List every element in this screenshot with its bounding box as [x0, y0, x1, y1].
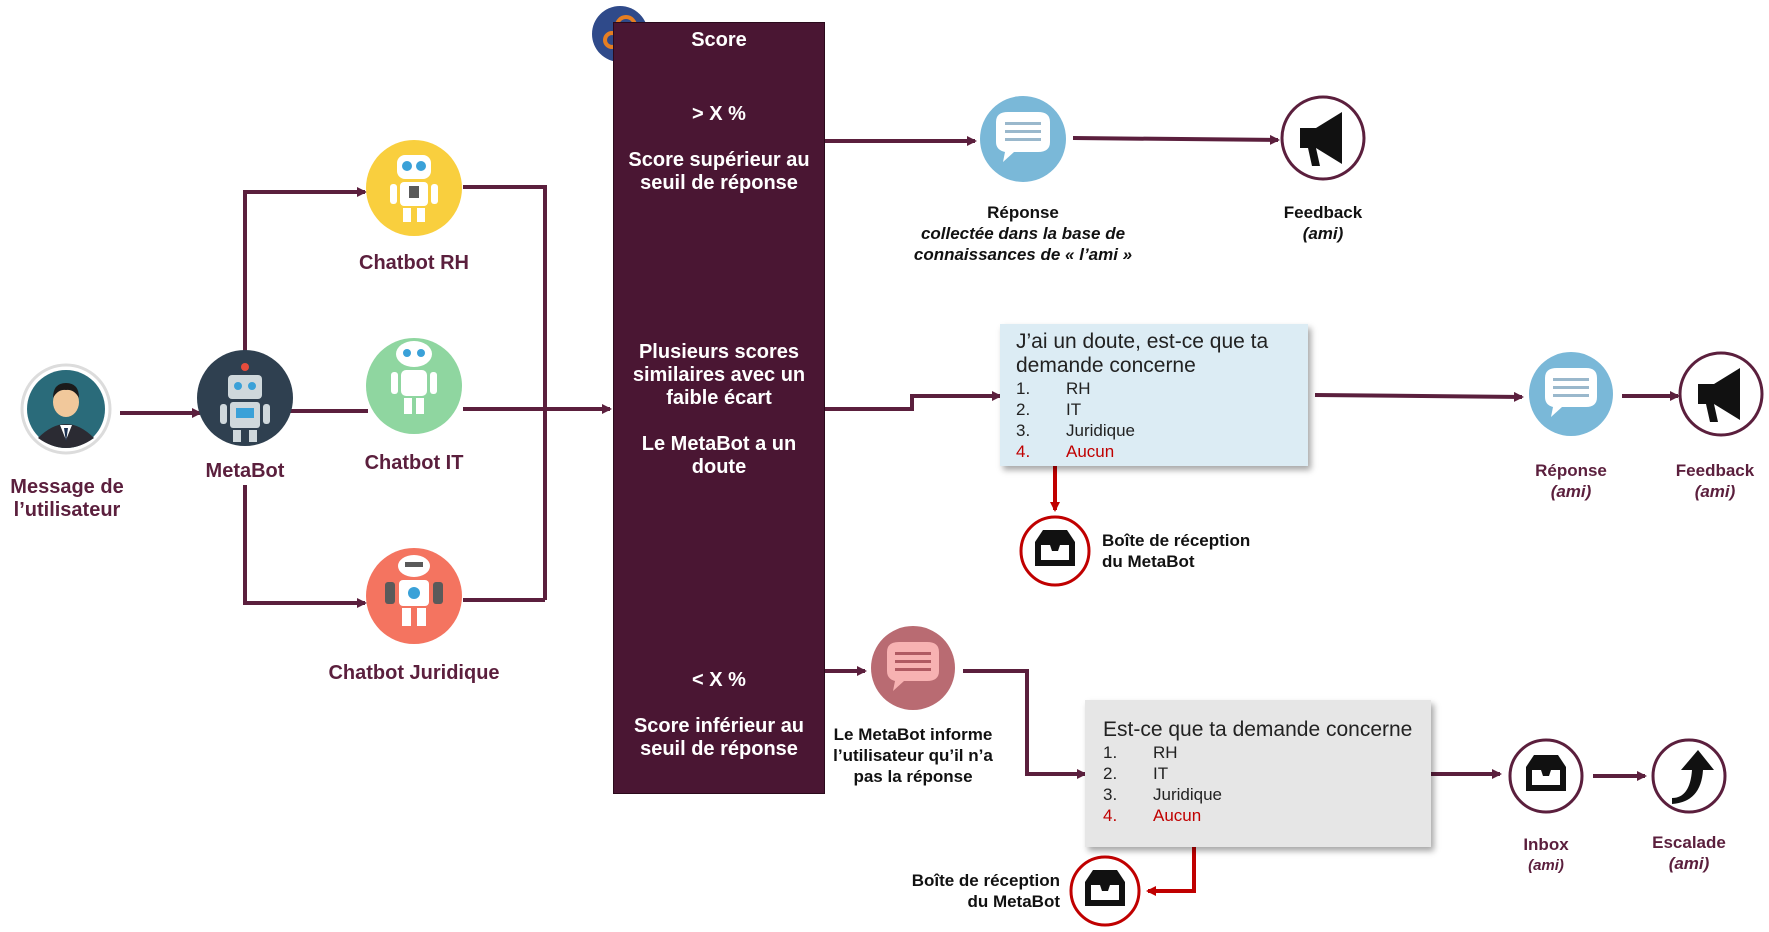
- mid-response-label: Réponse (ami): [1535, 461, 1607, 501]
- chatbot-rh-label: Chatbot RH: [359, 252, 469, 274]
- doubt-title-line-1: J’ai un doute, est-ce que ta: [1016, 330, 1269, 353]
- inform-label: Le MetaBot informe l’utilisateur qu’il n…: [833, 725, 993, 786]
- score-mid-doubt-line-2: doute: [691, 456, 747, 478]
- low-inbox-label: Boîte de réception du MetaBot: [911, 871, 1060, 911]
- mid-response-speech-bubble-icon: [1529, 352, 1613, 436]
- low-option[interactable]: 2.IT: [1103, 764, 1169, 783]
- inbox-ami-label: Inbox (ami): [1523, 835, 1569, 874]
- doubt-option[interactable]: 3.Juridique: [1016, 421, 1135, 440]
- score-high-threshold: > X %: [692, 103, 746, 125]
- user-avatar: [20, 363, 112, 455]
- arrow-metabot-juridique: [243, 485, 367, 608]
- low-option[interactable]: 3.Juridique: [1103, 785, 1222, 804]
- arrow-low-inbox: [1146, 847, 1196, 896]
- score-high-line-1: Score supérieur au: [628, 149, 810, 171]
- arrow-response-feedback: [1072, 134, 1280, 145]
- score-low-line-1: Score inférieur au: [633, 715, 805, 737]
- arrow-doubt-response: [1314, 391, 1524, 402]
- score-low-threshold: < X %: [692, 669, 746, 691]
- line-rh-merge: [463, 185, 547, 600]
- chatbot-it-robot-icon: [366, 338, 462, 434]
- user-label: Message de l’utilisateur: [10, 476, 124, 521]
- metabot-label: MetaBot: [205, 460, 285, 482]
- top-response-label: Réponse collectée dans la base de connai…: [913, 203, 1133, 264]
- low-title: Est-ce que ta demande concerne: [1103, 718, 1413, 741]
- score-high-section: > X % Score supérieur au seuil de répons…: [614, 103, 824, 195]
- metabot-inbox-icon: [1019, 515, 1091, 587]
- inform-speech-bubble-icon: [871, 626, 955, 710]
- score-low-section: < X % Score inférieur au seuil de répons…: [614, 669, 824, 761]
- score-mid-section: Plusieurs scores similaires avec un faib…: [614, 341, 824, 479]
- chatbot-juridique-robot-icon: [366, 548, 462, 644]
- feedback-megaphone-icon: [1280, 95, 1366, 181]
- low-metabot-inbox-icon: [1069, 855, 1141, 927]
- score-box: Score > X % Score supérieur au seuil de …: [613, 22, 825, 794]
- inbox-ami-icon: [1508, 738, 1584, 814]
- mid-feedback-megaphone-icon: [1678, 351, 1764, 437]
- metabot-robot-icon: [197, 350, 293, 446]
- low-option[interactable]: 4.Aucun: [1103, 806, 1202, 825]
- score-mid-line-2: similaires avec un: [632, 364, 806, 386]
- score-high-line-2: seuil de réponse: [640, 172, 798, 194]
- response-speech-bubble-icon: [980, 96, 1066, 182]
- chatbot-it-label: Chatbot IT: [364, 452, 464, 474]
- arrow-metabot-rh: [243, 187, 367, 355]
- mid-feedback-label: Feedback (ami): [1675, 461, 1755, 501]
- doubt-option[interactable]: 4.Aucun: [1016, 442, 1115, 461]
- chatbot-rh-robot-icon: [366, 140, 462, 236]
- low-option[interactable]: 1.RH: [1103, 743, 1178, 762]
- escalade-label: Escalade (ami): [1652, 833, 1726, 873]
- connectors: [120, 134, 1680, 781]
- red-connectors: [1050, 466, 1196, 896]
- chatbot-juridique-label: Chatbot Juridique: [328, 662, 500, 684]
- top-feedback-label: Feedback (ami): [1283, 203, 1363, 243]
- score-mid-doubt-line-1: Le MetaBot a un: [641, 433, 797, 455]
- doubt-title-line-2: demande concerne: [1016, 354, 1196, 377]
- doubt-question-box: J’ai un doute, est-ce que ta demande con…: [1000, 324, 1308, 466]
- arrow-score-doubt: [825, 391, 1002, 411]
- mid-inbox-label: Boîte de réception du MetaBot: [1102, 531, 1251, 571]
- score-title: Score: [691, 29, 747, 51]
- score-low-line-2: seuil de réponse: [640, 738, 798, 760]
- arrow-inform-box: [963, 669, 1087, 779]
- score-mid-line-1: Plusieurs scores: [638, 341, 800, 363]
- score-mid-line-3: faible écart: [666, 387, 772, 409]
- doubt-option[interactable]: 2.IT: [1016, 400, 1082, 419]
- escalade-arrow-icon: [1651, 738, 1727, 814]
- doubt-option[interactable]: 1.RH: [1016, 379, 1091, 398]
- low-question-box: Est-ce que ta demande concerne 1.RH 2.IT…: [1085, 700, 1431, 847]
